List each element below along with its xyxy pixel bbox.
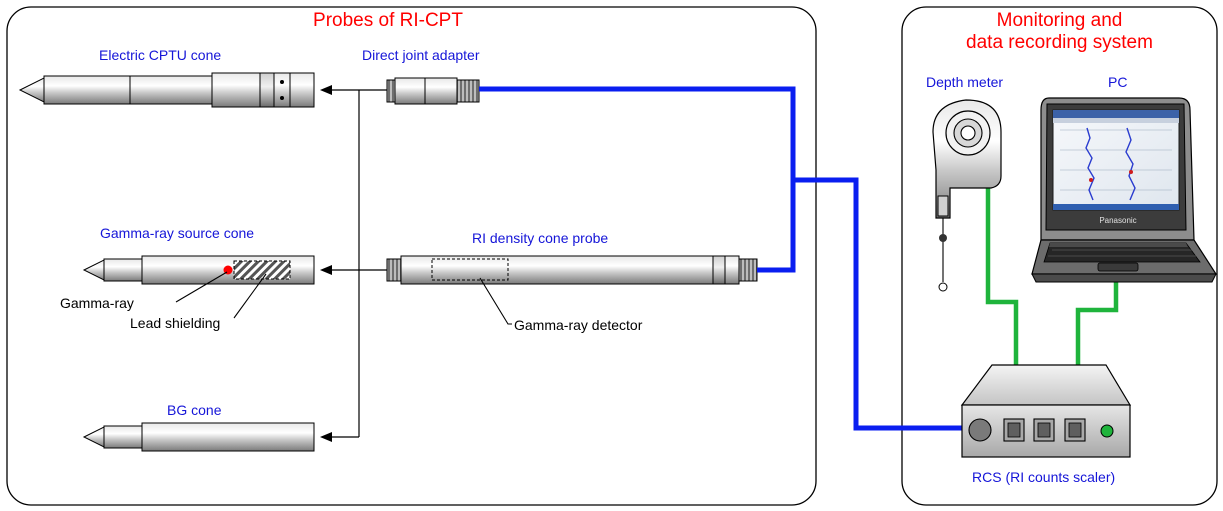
rcs-connector-port: [968, 418, 992, 442]
cable-junction-to-rcs: [793, 177, 966, 431]
label-gamma-ray-source-cone: Gamma-ray source cone: [100, 225, 255, 241]
label-pc: PC: [1108, 74, 1128, 90]
pointer-gamma-detector: [479, 277, 512, 325]
label-direct-joint-adapter: Direct joint adapter: [362, 47, 480, 63]
electric-cptu-cone: [18, 72, 315, 108]
cable-probe-to-junction: [757, 180, 796, 273]
lead-shielding-block: [233, 260, 291, 280]
pointer-gamma-ray: [175, 271, 228, 303]
gamma-ray-source-cone: [82, 255, 315, 285]
rcs-power-led: [1100, 424, 1114, 438]
probe-selection-arrows: [330, 89, 387, 438]
cable-depth-meter-to-rcs: [985, 185, 1019, 365]
depth-meter: [932, 99, 1002, 292]
label-gamma-ray: Gamma-ray: [60, 295, 134, 311]
monitoring-panel-title-line1: Monitoring and: [996, 10, 1123, 31]
cable-adapter-to-junction: [479, 86, 796, 180]
label-depth-meter: Depth meter: [926, 74, 1004, 90]
direct-joint-adapter: [386, 77, 480, 105]
arrowhead-gamma-source: [320, 265, 332, 275]
label-lead-shielding: Lead shielding: [130, 315, 221, 331]
label-rcs: RCS (RI counts scaler): [972, 469, 1116, 485]
laptop-brand: Panasonic: [1099, 216, 1136, 225]
laptop-pc: Panasonic: [1031, 97, 1218, 283]
label-ri-density-cone-probe: RI density cone probe: [472, 230, 609, 246]
rcs-box: [960, 364, 1132, 458]
bg-cone: [82, 422, 315, 452]
laptop-screen: [1052, 109, 1180, 211]
arrowhead-cptu: [320, 85, 332, 95]
pointer-lead-shielding: [233, 273, 267, 319]
label-electric-cptu-cone: Electric CPTU cone: [99, 47, 222, 63]
label-gamma-ray-detector: Gamma-ray detector: [514, 317, 643, 333]
arrowhead-bg: [320, 432, 332, 442]
probes-panel-title: Probes of RI-CPT: [313, 10, 463, 31]
monitoring-panel-title-line2: data recording system: [966, 32, 1153, 53]
cable-pc-to-rcs: [1075, 278, 1119, 365]
ri-density-cone-probe: [386, 255, 758, 285]
gamma-ray-detector-box: [431, 258, 509, 281]
label-bg-cone: BG cone: [167, 402, 222, 418]
